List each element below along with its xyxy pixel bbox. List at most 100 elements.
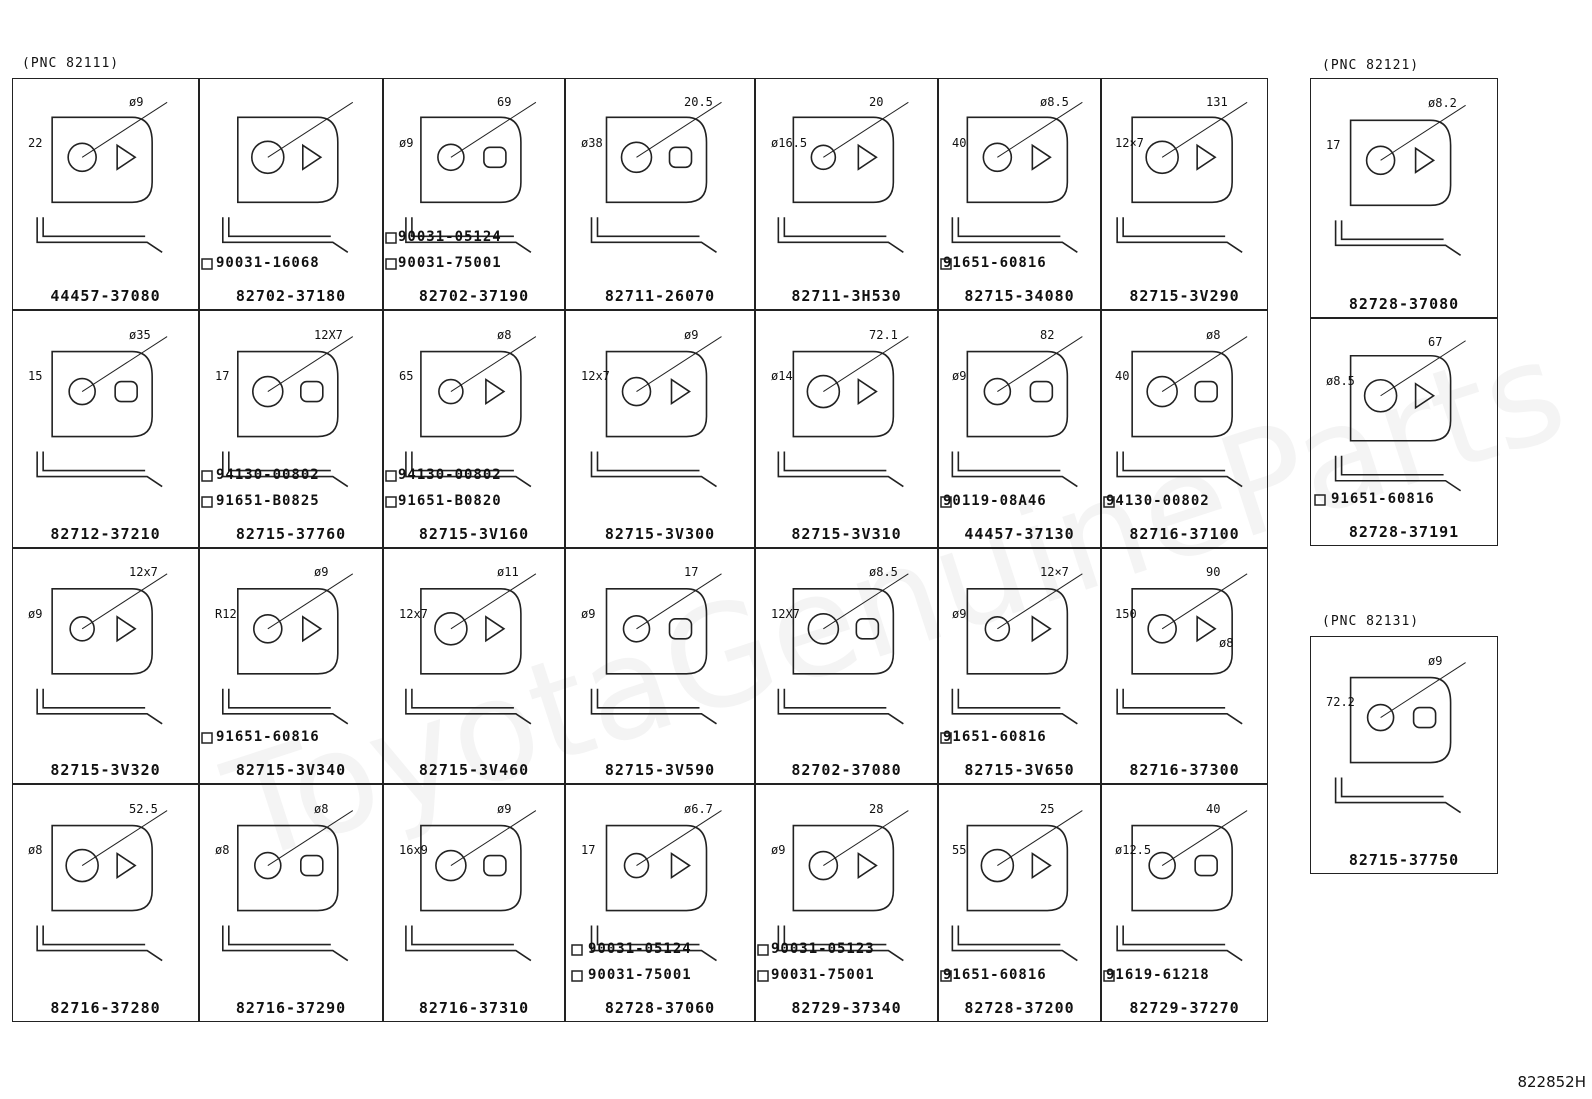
part-number[interactable]: 82711-26070	[604, 287, 716, 305]
part-number[interactable]: 82715-3V310	[791, 525, 902, 543]
part-number[interactable]: 82728-37191	[1348, 523, 1460, 541]
part-number[interactable]: 82729-37270	[1129, 999, 1240, 1017]
bolt-icon	[571, 970, 583, 982]
subpart-number[interactable]: 90031-75001	[398, 255, 502, 271]
part-number[interactable]: 82702-37190	[418, 287, 530, 305]
subpart-number[interactable]: 90031-16068	[216, 255, 320, 271]
part-number[interactable]: 82715-37760	[235, 525, 347, 543]
subpart-number[interactable]: 91651-60816	[943, 967, 1047, 983]
part-drawing	[36, 336, 168, 488]
part-number[interactable]: 82715-3V290	[1129, 287, 1240, 305]
subpart-number[interactable]: 94130-00802	[398, 467, 502, 483]
part-number[interactable]: 82702-37080	[791, 761, 902, 779]
part-number[interactable]: 82715-3V650	[964, 761, 1075, 779]
subpart-number[interactable]: 91651-60816	[943, 255, 1047, 271]
subpart-number[interactable]: 90031-05123	[771, 941, 875, 957]
dimension-label: ø12.5	[1115, 843, 1152, 857]
dimension-label: ø35	[129, 328, 151, 342]
part-number[interactable]: 82715-34080	[964, 287, 1075, 305]
subpart-number[interactable]: 91651-B0820	[398, 493, 502, 509]
dimension-label: 40	[952, 136, 967, 150]
subpart-number[interactable]: 94130-00802	[1106, 493, 1210, 509]
part-number[interactable]: 82728-37060	[604, 999, 716, 1017]
part-number[interactable]: 82715-37750	[1348, 851, 1460, 869]
part-illustration	[951, 810, 1083, 962]
subpart-number[interactable]: 91651-60816	[943, 729, 1047, 745]
subpart-number[interactable]: 91651-60816	[216, 729, 320, 745]
part-number[interactable]: 82715-3V160	[418, 525, 530, 543]
subpart-number[interactable]: 90031-05124	[398, 229, 502, 245]
dimension-label: 69	[497, 95, 512, 109]
part-number[interactable]: 82728-37080	[1348, 295, 1460, 313]
subpart-number[interactable]: 94130-00802	[216, 467, 320, 483]
part-number[interactable]: 82715-3V300	[604, 525, 716, 543]
part-cell[interactable]: 90031-16068 82702-37180	[199, 78, 383, 310]
dimension-label: ø9	[497, 802, 512, 816]
part-number[interactable]: 82715-3V590	[604, 761, 716, 779]
part-number[interactable]: 82715-3V320	[50, 761, 161, 779]
part-number[interactable]: 82716-37280	[50, 999, 161, 1017]
dimension-label: ø8.5	[1040, 95, 1069, 109]
part-number[interactable]: 82716-37300	[1129, 761, 1240, 779]
part-drawing	[36, 573, 168, 725]
part-drawing	[405, 101, 537, 253]
part-number[interactable]: 82702-37180	[235, 287, 347, 305]
part-number[interactable]: 82716-37290	[235, 999, 347, 1017]
subpart-number[interactable]: 90031-75001	[588, 967, 692, 983]
subpart-number[interactable]: 90031-05124	[588, 941, 692, 957]
part-number[interactable]: 82716-37100	[1129, 525, 1240, 543]
subpart-number[interactable]: 91651-60816	[1331, 491, 1435, 507]
part-drawing	[405, 336, 537, 488]
part-number[interactable]: 44457-37130	[964, 525, 1075, 543]
part-number[interactable]: 82729-37340	[791, 999, 902, 1017]
part-number[interactable]: 82728-37200	[964, 999, 1075, 1017]
subpart-number[interactable]: 90119-08A46	[943, 493, 1047, 509]
part-illustration	[590, 810, 722, 962]
dimension-label: ø9	[314, 565, 329, 579]
part-cell[interactable]: 40 ø8.5 91651-60816 82715-34080	[938, 78, 1101, 310]
bolt-icon	[1314, 494, 1326, 506]
part-number[interactable]: 82715-3V460	[418, 761, 530, 779]
dimension-label: ø14	[771, 369, 793, 383]
part-number[interactable]: 82711-3H530	[791, 287, 902, 305]
subpart-number[interactable]: 91619-61218	[1106, 967, 1210, 983]
part-number[interactable]: 82715-3V340	[235, 761, 347, 779]
dimension-label: 12x7	[581, 369, 610, 383]
subpart-number[interactable]: 91651-B0825	[216, 493, 320, 509]
part-number[interactable]: 44457-37080	[50, 287, 161, 305]
subpart-number[interactable]: 90031-75001	[771, 967, 875, 983]
part-number[interactable]: 82712-37210	[50, 525, 161, 543]
part-number[interactable]: 82716-37310	[418, 999, 530, 1017]
part-illustration	[777, 573, 909, 725]
part-drawing	[36, 101, 168, 253]
